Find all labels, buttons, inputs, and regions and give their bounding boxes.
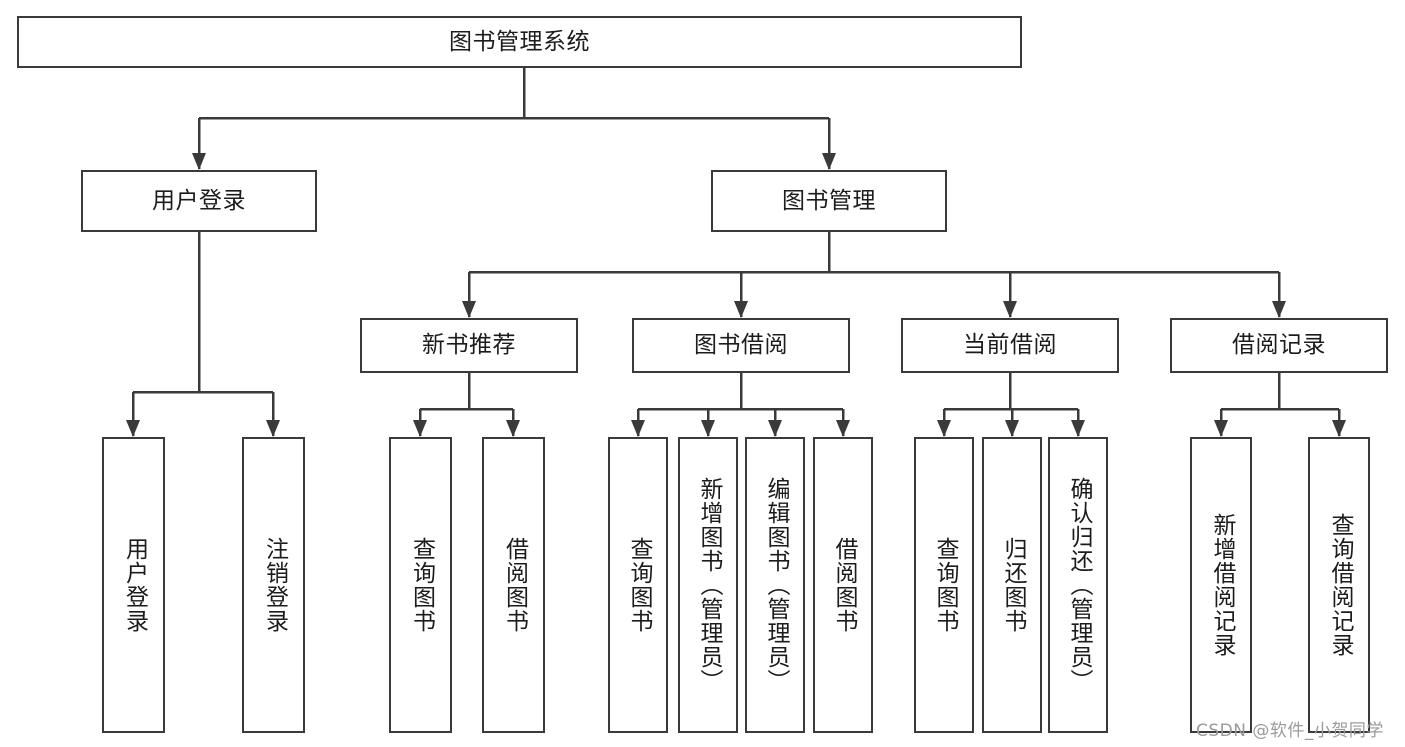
node-new-book-rec[interactable]: 新书推荐: [360, 318, 578, 373]
node-root[interactable]: 图书管理系统: [17, 16, 1022, 68]
arrowhead-icon: [1332, 420, 1346, 437]
arrowhead-icon: [1214, 420, 1228, 437]
arrowhead-icon: [1272, 301, 1286, 318]
arrowhead-icon: [506, 420, 520, 437]
arrowhead-icon: [937, 420, 951, 437]
arrowhead-icon: [631, 420, 645, 437]
node-label: 借阅记录: [1232, 332, 1326, 359]
node-leaf-br-query[interactable]: 查询借阅记录: [1308, 437, 1370, 733]
node-leaf-cb-confirm[interactable]: 确认归还（管理员）: [1048, 437, 1108, 733]
node-label: 图书借阅: [694, 332, 788, 359]
arrowhead-icon: [768, 420, 782, 437]
arrowhead-icon: [1005, 420, 1019, 437]
node-label: 查询借阅记录: [1326, 513, 1353, 657]
node-current-borrow[interactable]: 当前借阅: [901, 318, 1119, 373]
node-label: 查询图书: [931, 537, 958, 633]
arrowhead-icon: [266, 420, 280, 437]
node-label: 图书管理系统: [449, 28, 590, 55]
node-leaf-rec-query[interactable]: 查询图书: [389, 437, 452, 733]
node-label: 图书管理: [782, 187, 876, 214]
arrowhead-icon: [701, 420, 715, 437]
node-label: 借阅图书: [501, 537, 528, 633]
arrowhead-icon: [836, 420, 850, 437]
node-leaf-rec-borrow[interactable]: 借阅图书: [482, 437, 545, 733]
arrowhead-icon: [413, 420, 427, 437]
node-label: 查询图书: [625, 537, 652, 633]
arrowhead-icon: [192, 153, 206, 170]
arrowhead-icon: [1003, 301, 1017, 318]
node-leaf-user-login[interactable]: 用户登录: [102, 437, 165, 733]
node-leaf-cb-return[interactable]: 归还图书: [982, 437, 1042, 733]
arrowhead-icon: [462, 301, 476, 318]
node-label: 用户登录: [121, 537, 148, 633]
node-leaf-bb-borrow[interactable]: 借阅图书: [813, 437, 873, 733]
node-label: 当前借阅: [963, 332, 1057, 359]
node-book-borrow[interactable]: 图书借阅: [632, 318, 850, 373]
arrowhead-icon: [1071, 420, 1085, 437]
node-leaf-cb-query[interactable]: 查询图书: [914, 437, 974, 733]
node-label: 编辑图书（管理员）: [762, 477, 789, 693]
node-label: 注销登录: [261, 537, 288, 633]
node-leaf-user-logout[interactable]: 注销登录: [242, 437, 305, 733]
node-leaf-br-add[interactable]: 新增借阅记录: [1190, 437, 1252, 733]
node-leaf-bb-query[interactable]: 查询图书: [608, 437, 668, 733]
node-user-login[interactable]: 用户登录: [81, 170, 317, 232]
node-label: 新增借阅记录: [1208, 513, 1235, 657]
node-borrow-record[interactable]: 借阅记录: [1170, 318, 1388, 373]
node-label: 归还图书: [999, 537, 1026, 633]
node-leaf-bb-add[interactable]: 新增图书（管理员）: [678, 437, 738, 733]
node-label: 新书推荐: [422, 332, 516, 359]
arrowhead-icon: [822, 153, 836, 170]
node-label: 确认归还（管理员）: [1065, 477, 1092, 693]
arrowhead-icon: [126, 420, 140, 437]
arrowhead-icon: [734, 301, 748, 318]
node-label: 用户登录: [152, 187, 246, 214]
node-label: 新增图书（管理员）: [695, 477, 722, 693]
node-book-manage[interactable]: 图书管理: [711, 170, 947, 232]
node-leaf-bb-edit[interactable]: 编辑图书（管理员）: [745, 437, 805, 733]
node-label: 借阅图书: [830, 537, 857, 633]
node-label: 查询图书: [408, 537, 435, 633]
